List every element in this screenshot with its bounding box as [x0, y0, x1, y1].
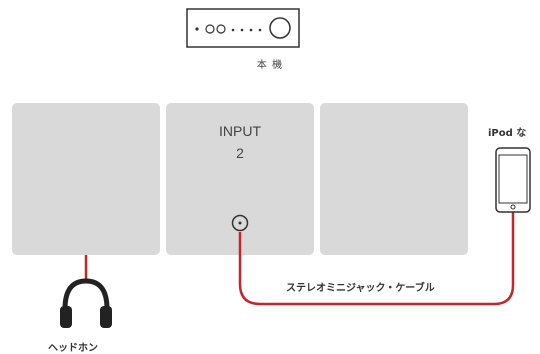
input-number: 2 [236, 145, 244, 161]
stereo-mini-cable [238, 212, 515, 306]
ipod-label: iPod な [488, 128, 527, 139]
jack-socket-icon [231, 214, 249, 232]
ipod-icon [495, 147, 531, 213]
input-label: INPUT [219, 123, 261, 139]
headphone-icon [60, 278, 112, 328]
cable-label: ステレオミニジャック・ケーブル [286, 283, 435, 294]
device-caption: 本 機 [256, 60, 284, 71]
panel-right [320, 103, 468, 255]
amplifier-icon [186, 8, 300, 48]
panel-headphone-side [12, 103, 160, 255]
headphone-label: ヘッドホン [48, 343, 98, 354]
